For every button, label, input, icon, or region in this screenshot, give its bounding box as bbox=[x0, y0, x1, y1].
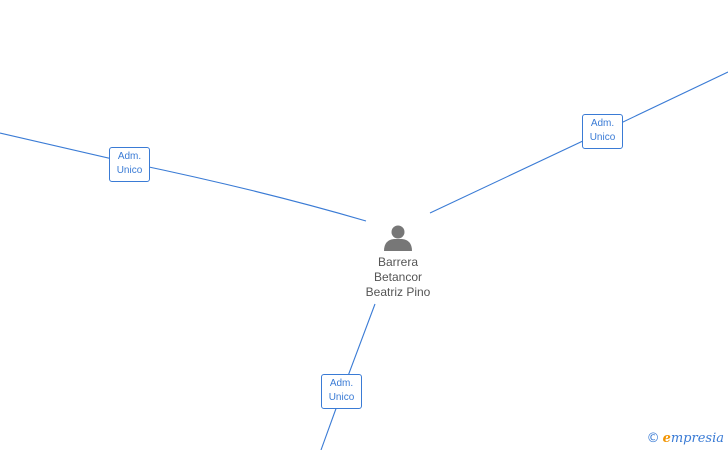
empresia-watermark: ©empresia bbox=[647, 431, 724, 446]
copyright-symbol: © bbox=[646, 431, 660, 446]
brand-initial: e bbox=[662, 431, 671, 446]
edge-label-left[interactable]: Adm. Unico bbox=[109, 147, 150, 182]
edge-role-line-2: Unico bbox=[328, 392, 355, 403]
edge-role-line-2: Unico bbox=[116, 165, 143, 176]
edge-label-bottom[interactable]: Adm. Unico bbox=[321, 374, 362, 409]
brand-name: mpresia bbox=[670, 431, 724, 446]
person-icon bbox=[384, 225, 412, 251]
person-node[interactable]: Barrera Betancor Beatriz Pino bbox=[343, 223, 453, 300]
edge-label-right[interactable]: Adm. Unico bbox=[582, 114, 623, 149]
edge-role-line-1: Adm. bbox=[117, 151, 142, 162]
edge-role-line-2: Unico bbox=[589, 132, 616, 143]
person-name-line-1: Barrera bbox=[377, 255, 418, 269]
edge-role-line-1: Adm. bbox=[590, 118, 615, 129]
edge-line-right bbox=[429, 71, 728, 214]
edge-role-line-1: Adm. bbox=[329, 378, 354, 389]
edge-line-left bbox=[0, 132, 367, 222]
person-name-line-3: Beatriz Pino bbox=[365, 285, 431, 299]
person-name-line-2: Betancor bbox=[373, 270, 423, 284]
